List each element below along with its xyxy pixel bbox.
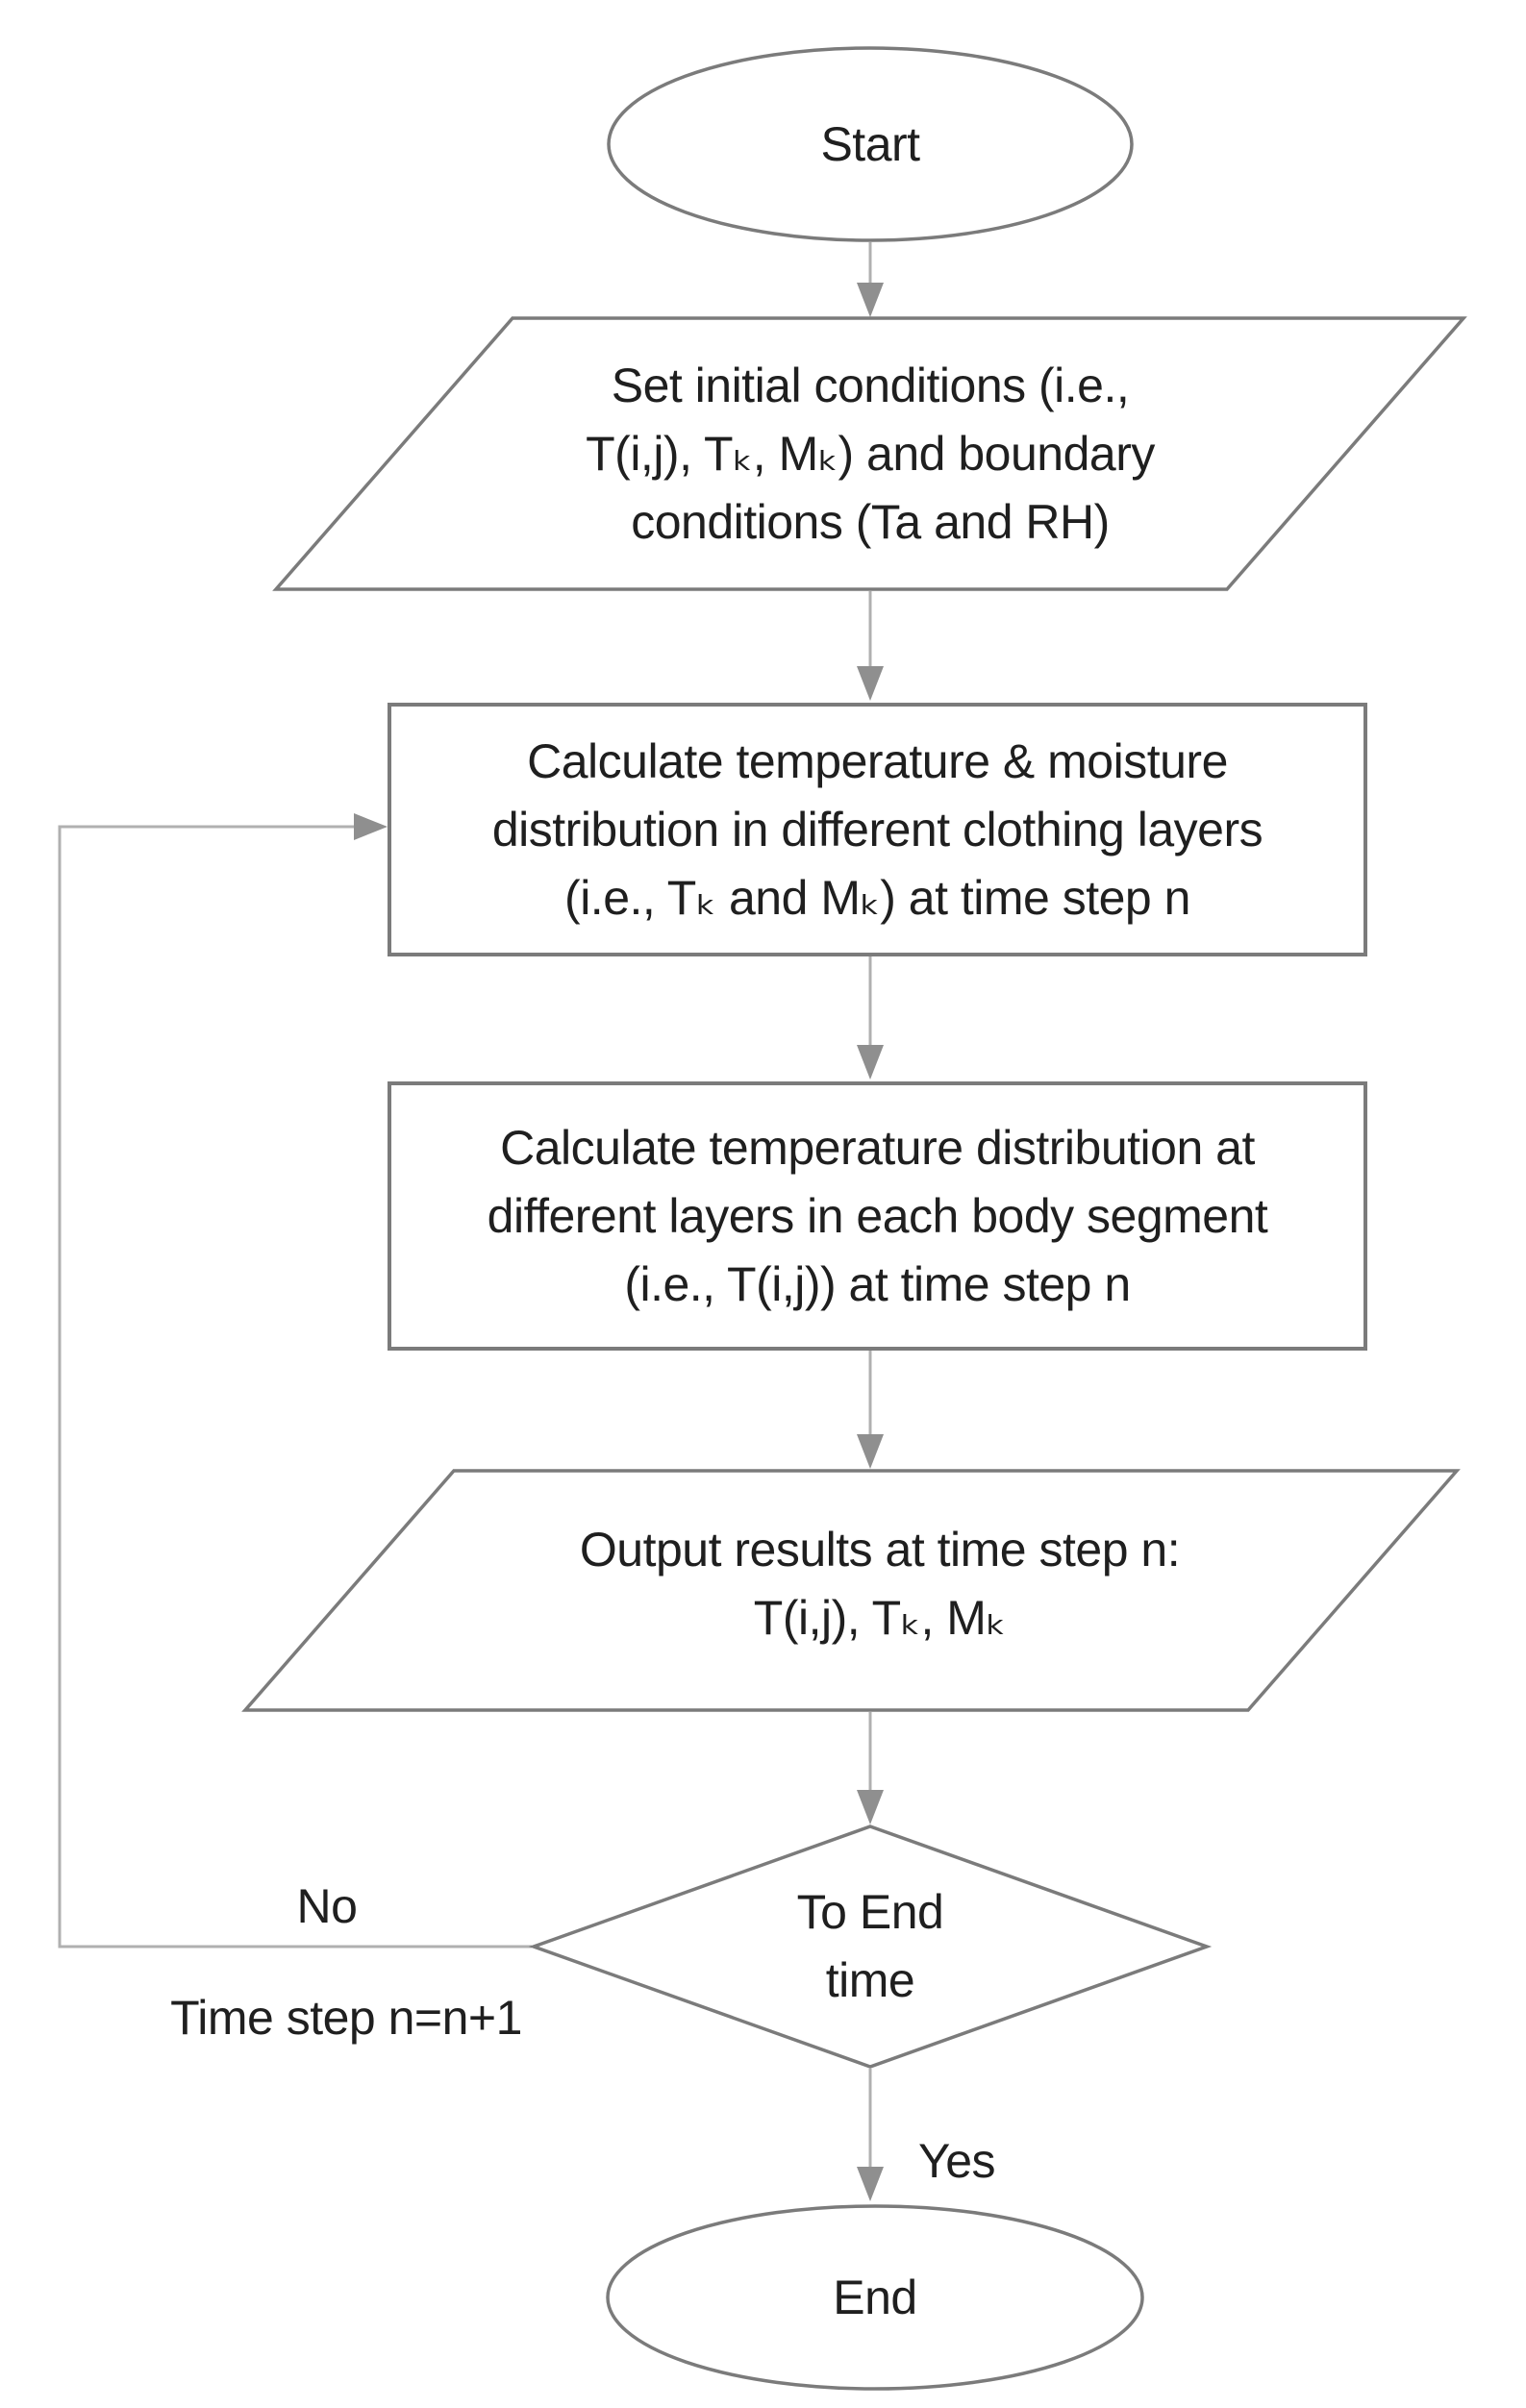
decision-line-1: To End: [796, 1885, 944, 1939]
calc-body-line-1: Calculate temperature distribution at: [500, 1120, 1255, 1175]
output-node-label: Output results at time step n: T(i,j), T…: [279, 1471, 1481, 1697]
set-initial-line-2: T(i,j), Tₖ, Mₖ) and boundary: [586, 426, 1155, 481]
calc-clothing-line-3: (i.e., Tₖ and Mₖ) at time step n: [564, 870, 1190, 925]
output-line-1: Output results at time step n:: [579, 1522, 1181, 1576]
set-initial-parallelogram-shape: [272, 316, 1467, 591]
set-initial-line-3: conditions (Ta and RH): [631, 494, 1110, 549]
start-node-label: Start: [609, 58, 1132, 231]
no-branch-label: No: [296, 1879, 358, 1933]
decision-node-label: To End time: [582, 1841, 1159, 2052]
end-label-text: End: [833, 2270, 917, 2324]
output-line-2: T(i,j), Tₖ, Mₖ: [753, 1590, 1007, 1645]
calc-body-node-label: Calculate temperature distribution at di…: [389, 1083, 1365, 1349]
calc-clothing-line-2: distribution in different clothing layer…: [491, 802, 1263, 856]
calc-body-line-2: different layers in each body segment: [487, 1188, 1268, 1243]
end-terminator-shape: [606, 2204, 1144, 2391]
decision-line-2: time: [825, 1953, 915, 2007]
end-node-label: End: [608, 2211, 1142, 2384]
arrow-decision-loop-no: [58, 813, 532, 1949]
arrow-set-initial-to-calc-clothing: [857, 591, 884, 701]
no-branch-timestep-label: Time step n=n+1: [170, 1991, 522, 2045]
calc-clothing-line-1: Calculate temperature & moisture: [527, 733, 1228, 788]
calc-body-line-3: (i.e., T(i,j)) at time step n: [624, 1256, 1131, 1311]
arrow-start-to-set-initial: [857, 242, 884, 317]
yes-branch-label: Yes: [917, 2134, 996, 2188]
arrow-calc-body-to-output: [857, 1351, 884, 1469]
calc-clothing-node-label: Calculate temperature & moisture distrib…: [389, 705, 1365, 955]
set-initial-line-1: Set initial conditions (i.e.,: [611, 358, 1130, 412]
set-initial-node-label: Set initial conditions (i.e., T(i,j), Tₖ…: [337, 318, 1404, 589]
arrow-calc-clothing-to-calc-body: [857, 956, 884, 1080]
calc-clothing-process-shape: [388, 703, 1367, 956]
arrow-output-to-decision: [857, 1712, 884, 1825]
decision-diamond-shape: [528, 1825, 1213, 2069]
start-label-text: Start: [820, 116, 920, 171]
output-parallelogram-shape: [241, 1469, 1461, 1712]
arrow-decision-to-end-yes: [857, 2069, 884, 2201]
calc-body-process-shape: [388, 1081, 1367, 1351]
start-terminator-shape: [607, 46, 1134, 242]
